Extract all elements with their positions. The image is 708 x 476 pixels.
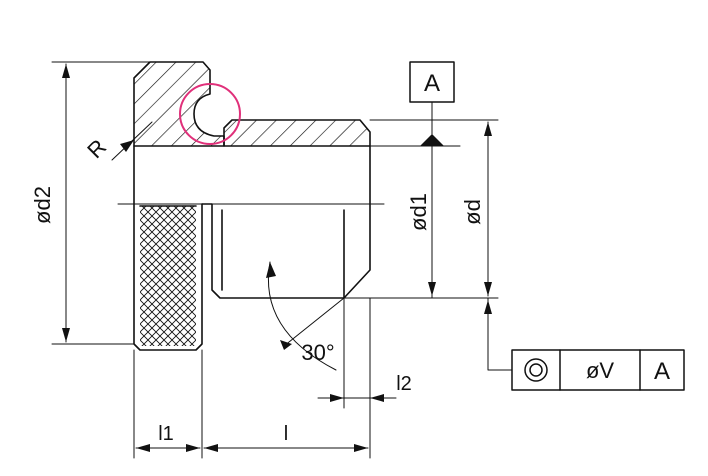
label-l2: l2 [396, 373, 412, 395]
body-outline [133, 145, 203, 351]
datum-letter: A [424, 70, 440, 97]
arrow-l1-left [136, 444, 150, 452]
angle-arrow-bottom [280, 340, 292, 350]
datum-box [409, 61, 455, 103]
head-section [133, 61, 225, 147]
arrow-l-left [204, 444, 218, 452]
arrow-l-right [354, 444, 368, 452]
datum-triangle [420, 134, 444, 146]
knurl-band [140, 206, 196, 346]
arrow-l2-left [330, 394, 344, 402]
concentricity-icon-inner [529, 363, 543, 377]
radius-arrow [120, 140, 134, 152]
label-d1: ød1 [406, 193, 431, 231]
highlight-circle [179, 83, 241, 145]
tolerance-arrow [484, 300, 492, 314]
arrow-d1-bottom [428, 282, 436, 296]
concentricity-icon-outer [524, 358, 548, 382]
label-R: R [82, 134, 111, 163]
tolerance-leader [487, 297, 513, 371]
angle-arrow-top [266, 262, 276, 278]
arrow-d-top [484, 122, 492, 136]
fcf-tolerance: øV [586, 358, 614, 383]
sleeve-section [223, 119, 371, 147]
arrow-l1-right [186, 444, 200, 452]
label-d2: ød2 [30, 186, 55, 224]
label-l: l [284, 423, 288, 445]
fcf-datum: A [654, 358, 670, 385]
feature-control-frame [511, 349, 685, 391]
arrow-l2-right [370, 394, 384, 402]
label-d: ød [460, 199, 485, 225]
angle-leg [283, 297, 345, 347]
label-angle: 30° [301, 340, 334, 365]
arrow-d2-top [62, 64, 70, 78]
label-l1: l1 [158, 423, 174, 445]
arrow-d-bottom [484, 282, 492, 296]
arrow-d2-bottom [62, 328, 70, 342]
